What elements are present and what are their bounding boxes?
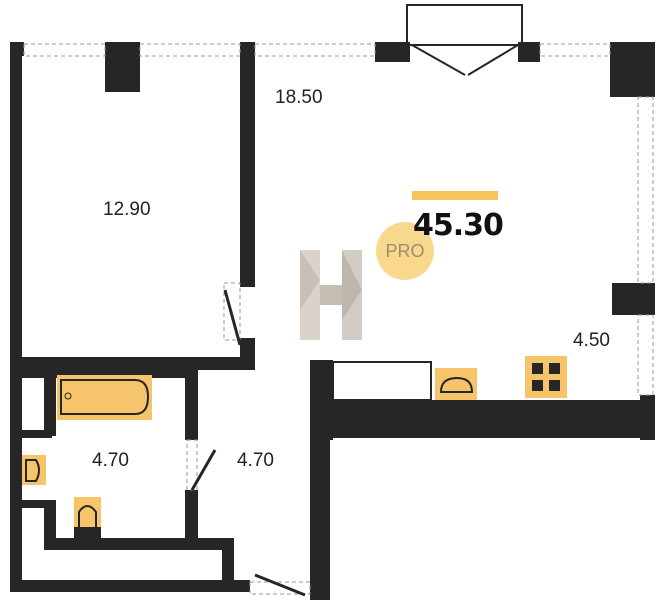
windows	[23, 43, 654, 595]
bathtub-icon	[57, 375, 152, 420]
accent-bar	[412, 191, 498, 200]
room-area-hallway: 4.70	[237, 450, 274, 471]
room-area-bedroom: 12.90	[103, 199, 151, 220]
balcony	[190, 4, 523, 597]
counter	[332, 361, 432, 401]
total-area: 45.30	[413, 208, 504, 243]
walls	[10, 42, 655, 600]
fixtures	[22, 356, 567, 540]
stove-icon	[525, 356, 567, 398]
room-area-kitchen: 4.50	[573, 330, 610, 351]
pro-badge: PRO	[376, 222, 434, 280]
room-area-bathroom: 4.70	[92, 450, 129, 471]
logo-icon	[300, 250, 362, 340]
room-area-living-room: 18.50	[275, 87, 323, 108]
